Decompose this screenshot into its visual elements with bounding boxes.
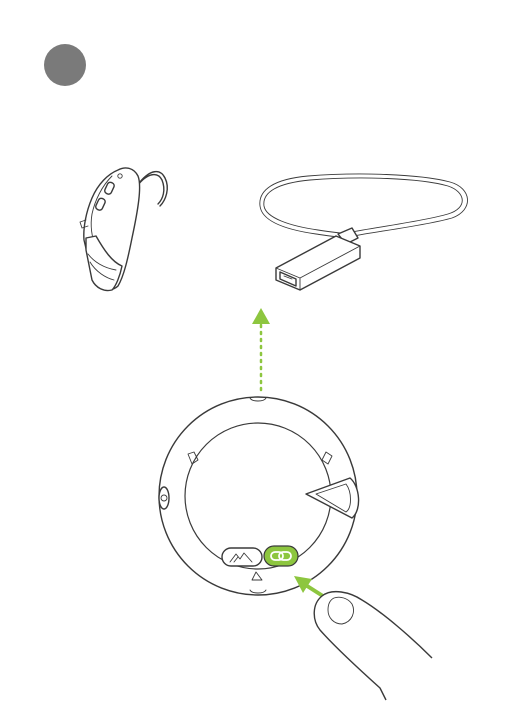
streamer-illustration xyxy=(260,174,468,290)
remote-control-illustration xyxy=(159,397,359,595)
finger-illustration xyxy=(314,592,432,700)
link-icon xyxy=(264,546,298,566)
hearing-aid-illustration xyxy=(80,168,167,291)
mountain-icon xyxy=(222,548,262,566)
dotted-up-arrow xyxy=(252,308,270,390)
press-arrow xyxy=(294,576,326,598)
